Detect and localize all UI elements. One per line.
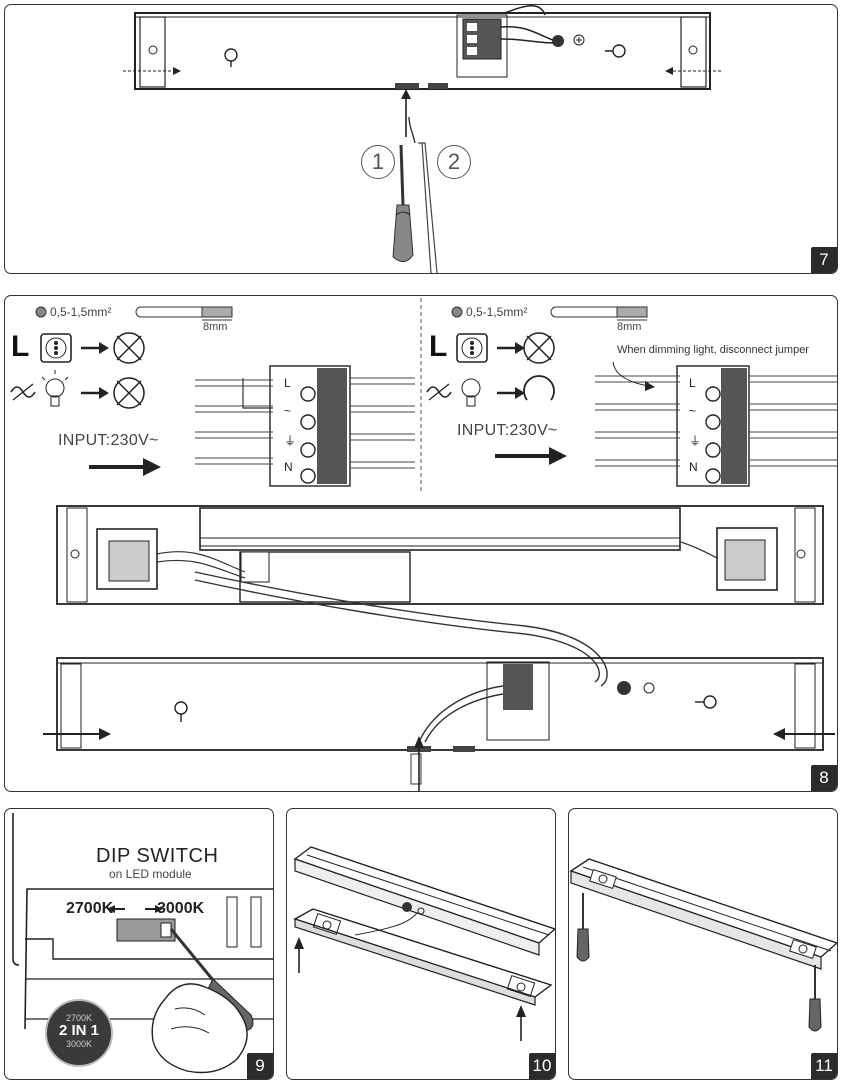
input-label-left: INPUT:230V~ <box>58 432 159 449</box>
live-label-left: L <box>11 330 30 363</box>
terminal-label-left-n: N <box>284 460 293 474</box>
step-10-panel: 10 <box>286 808 556 1080</box>
strip-length-right: 8mm <box>617 321 642 333</box>
marker-1: 1 <box>361 145 395 179</box>
terminal-label-right-tilde: ~ <box>689 404 697 418</box>
step-8-illustration <box>10 298 837 791</box>
kelvin-right: 3000K <box>157 900 205 917</box>
terminal-label-right-earth: ⏚ <box>689 434 702 448</box>
strip-length-left: 8mm <box>203 321 228 333</box>
marker-2: 2 <box>437 145 471 179</box>
kelvin-left: 2700K <box>66 900 114 917</box>
dip-switch-title: DIP SWITCH <box>96 845 219 867</box>
step-9-illustration <box>12 813 273 1074</box>
terminal-label-left-l: L <box>284 376 291 390</box>
dip-switch-subtitle: on LED module <box>109 867 192 881</box>
step-7-panel: 1 2 7 <box>4 4 838 274</box>
step-8-panel: 0,5-1,5mm² 8mm L INPUT:230V~ 0,5-1,5mm² … <box>4 295 838 792</box>
step-11-panel: 11 <box>568 808 838 1080</box>
step-number-badge: 8 <box>811 765 837 791</box>
wire-spec-left: 0,5-1,5mm² <box>50 305 112 319</box>
step-number-badge: 9 <box>247 1053 273 1079</box>
badge-2in1-text: 2 IN 1 <box>58 1022 100 1039</box>
terminal-label-left-earth: ⏚ <box>284 434 297 448</box>
input-label-right: INPUT:230V~ <box>457 422 558 439</box>
step-11-illustration <box>569 858 837 1032</box>
badge-top-temp: 2700K <box>65 1013 93 1023</box>
step-10-illustration <box>293 846 555 1041</box>
step-number-badge: 11 <box>811 1053 837 1079</box>
wire-spec-right: 0,5-1,5mm² <box>466 305 528 319</box>
two-in-one-badge: 2700K 2 IN 1 3000K <box>45 999 113 1067</box>
step-9-panel: DIP SWITCH on LED module 2700K 3000K 270… <box>4 808 274 1080</box>
terminal-label-right-l: L <box>689 376 696 390</box>
terminal-label-right-n: N <box>689 460 698 474</box>
dimming-note: When dimming light, disconnect jumper <box>617 344 809 356</box>
step-7-illustration <box>123 5 721 273</box>
live-label-right: L <box>429 330 448 363</box>
badge-bottom-temp: 3000K <box>65 1039 93 1049</box>
terminal-label-left-tilde: ~ <box>284 404 292 418</box>
step-number-badge: 7 <box>811 247 837 273</box>
step-number-badge: 10 <box>529 1053 555 1079</box>
